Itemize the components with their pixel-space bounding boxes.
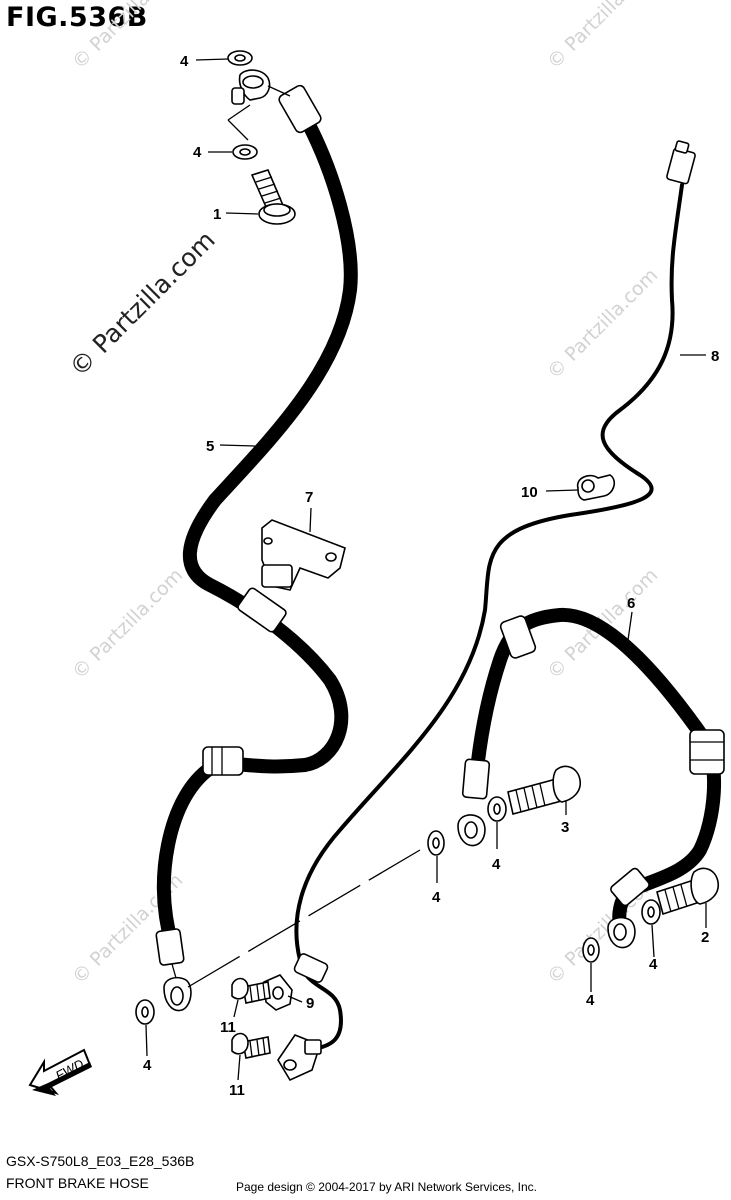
figure-title: FIG.536B [6,2,148,33]
callout-bolt-1: 1 [213,206,221,223]
clip-9-and-bolts-11 [231,974,293,1059]
callout-washer-4b: 4 [193,144,202,161]
callout-washer-4d: 4 [492,856,501,873]
figure-name: FRONT BRAKE HOSE [6,1175,149,1191]
leader-lines [145,58,707,1081]
watermark-1: © Partzilla.com [68,0,187,74]
fwd-arrow: FWD [28,1048,92,1096]
fwd-label: FWD [53,1056,86,1083]
sensor-line-8 [277,140,696,1082]
banjo-bolt-3 [507,765,582,815]
watermark-4: © Partzilla.com [68,564,187,683]
callout-bolt-2: 2 [701,929,709,946]
callout-washer-4g: 4 [143,1057,152,1074]
callout-clip-9: 9 [306,995,314,1012]
watermarks: © Partzilla.com © Partzilla.com © Partzi… [64,0,662,989]
callout-clamp-10: 10 [521,484,538,501]
callout-washer-4f: 4 [586,992,595,1009]
copyright-notice: Page design © 2004-2017 by ARI Network S… [236,1180,538,1194]
hose-6 [457,607,725,949]
callout-sensor-8: 8 [711,348,719,365]
callout-hose-6: 6 [627,595,635,612]
clamp-10 [576,474,616,501]
banjo-bolt-2 [656,867,720,916]
bracket-7 [261,519,346,591]
watermark-main: © Partzilla.com [64,225,221,382]
callout-washer-4c: 4 [432,889,441,906]
callout-bolt-11a: 11 [220,1019,236,1036]
callout-washer-4e: 4 [649,956,658,973]
callout-bolt-3: 3 [561,819,569,836]
callouts: 4 4 1 5 7 8 10 6 3 4 4 2 4 4 9 11 11 4 [143,53,719,1099]
callout-bracket-7: 7 [305,489,313,506]
callout-washer-4a: 4 [180,53,189,70]
lower-washers [135,796,661,1025]
callout-bolt-11b: 11 [229,1082,245,1099]
upper-washers [227,50,258,160]
model-code: GSX-S750L8_E03_E28_536B [6,1153,195,1169]
watermark-3: © Partzilla.com [543,264,662,383]
callout-hose-5: 5 [206,438,214,455]
hose-5 [155,69,358,1012]
watermark-2: © Partzilla.com [543,0,662,74]
banjo-bolt-1 [250,169,296,225]
